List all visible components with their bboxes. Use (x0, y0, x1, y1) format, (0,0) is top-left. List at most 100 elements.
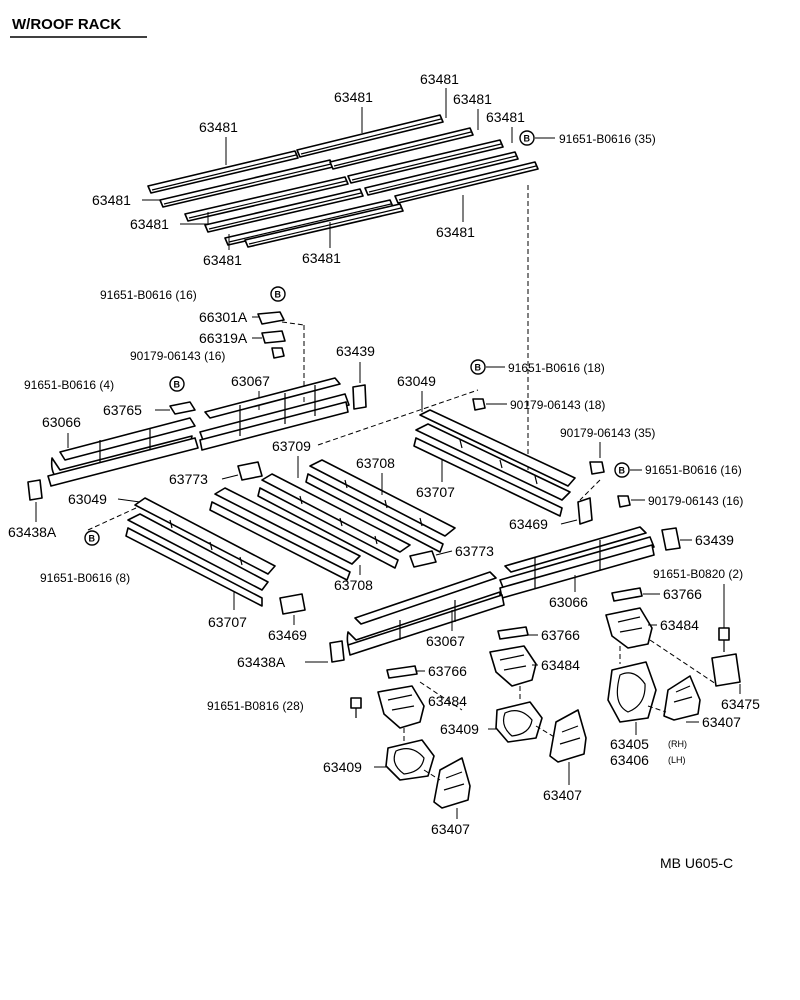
side-rail-63067-upper (199, 377, 350, 451)
label-63708: 63708 (356, 455, 395, 471)
label-63481: 63481 (453, 91, 492, 107)
label-63406-side: (LH) (668, 755, 686, 765)
label-63407: 63407 (431, 821, 470, 837)
cross-rail-63708 (209, 487, 361, 581)
diagram-code: MB U605-C (660, 855, 733, 871)
nut-icon (589, 461, 605, 475)
label-bolt-91651-b0616-16: 91651-B0616 (16) (100, 288, 197, 302)
label-bolt-91651-b0616-4: 91651-B0616 (4) (24, 378, 114, 392)
spacer-63766 (386, 665, 418, 679)
bracket-63475 (711, 653, 741, 687)
bolt-icon (350, 697, 362, 709)
label-bolt-91651-b0616-8: 91651-B0616 (8) (40, 571, 130, 585)
label-63066: 63066 (42, 414, 81, 430)
roof-slat (364, 151, 519, 196)
end-cap-63439-right (661, 527, 681, 551)
roof-slat (329, 127, 474, 170)
label-63708: 63708 (334, 577, 373, 593)
svg-text:B: B (619, 466, 626, 476)
svg-text:B: B (475, 363, 482, 373)
bolt-symbol-icon: B (470, 359, 486, 375)
bracket-63773-right (409, 550, 437, 568)
label-63709: 63709 (272, 438, 311, 454)
roof-slat (296, 114, 444, 158)
label-66301a: 66301A (199, 309, 248, 325)
nut-icon (271, 347, 285, 359)
label-63481: 63481 (420, 71, 459, 87)
end-cap-63438a-bottom (329, 640, 345, 663)
bracket-63484-left (377, 685, 425, 729)
label-66319a: 66319A (199, 330, 248, 346)
label-bolt-91651-b0820-2: 91651-B0820 (2) (653, 567, 743, 581)
roof-slats-group (147, 114, 539, 248)
label-63484: 63484 (660, 617, 699, 633)
roof-slat (147, 150, 299, 194)
svg-text:B: B (524, 134, 531, 144)
label-63405-side: (RH) (668, 739, 687, 749)
bracket-63773 (237, 461, 263, 481)
roof-slat (394, 161, 539, 204)
side-rail-63067-lower (346, 571, 505, 656)
label-63406: 63406 (610, 752, 649, 768)
svg-text:B: B (89, 534, 96, 544)
label-63067: 63067 (426, 633, 465, 649)
label-63481: 63481 (130, 216, 169, 232)
bracket-63469 (279, 593, 306, 615)
label-63481: 63481 (92, 192, 131, 208)
label-63766: 63766 (663, 586, 702, 602)
label-63049: 63049 (397, 373, 436, 389)
roof-slat (184, 176, 349, 222)
roof-slat (204, 188, 364, 233)
bracket-66301a (257, 311, 285, 325)
label-63409: 63409 (440, 721, 479, 737)
label-63439: 63439 (695, 532, 734, 548)
label-63484: 63484 (541, 657, 580, 673)
cross-rail-63707-left (125, 497, 276, 607)
label-63773: 63773 (169, 471, 208, 487)
label-63766: 63766 (541, 627, 580, 643)
cross-rail-63709 (257, 473, 411, 569)
mount-pad-63409-left (385, 739, 435, 781)
svg-text:B: B (275, 290, 282, 300)
mount-pad-63405 (607, 661, 657, 723)
spacer-63766 (497, 626, 529, 640)
label-63438a: 63438A (8, 524, 57, 540)
label-63481: 63481 (199, 119, 238, 135)
label-63481: 63481 (302, 250, 341, 266)
side-rail-63066-left (47, 417, 199, 487)
label-63766: 63766 (428, 663, 467, 679)
bolt-symbol-icon: B (614, 462, 630, 478)
roof-slat (244, 203, 404, 248)
label-63469: 63469 (509, 516, 548, 532)
label-nut-90179-06143-16: 90179-06143 (16) (648, 494, 743, 508)
mount-pad-63409-mid (495, 701, 543, 743)
label-63049: 63049 (68, 491, 107, 507)
foot-bracket-63407-left (433, 757, 471, 809)
bolt-symbol-icon: B (270, 286, 286, 302)
bolt-symbol-icon: B (169, 376, 185, 392)
diagram-title: W/ROOF RACK (12, 16, 121, 33)
cross-rail-63708-upper (305, 459, 456, 553)
label-bolt-91651-b0616-35: 91651-B0616 (35) (559, 132, 656, 146)
label-63481: 63481 (334, 89, 373, 105)
nut-icon (472, 398, 486, 411)
label-bolt-91651-b0616-18: 91651-B0616 (18) (508, 361, 605, 375)
bracket-63484-right (605, 607, 653, 649)
end-cap-63438a (27, 479, 43, 501)
label-63407: 63407 (702, 714, 741, 730)
label-nut-90179-06143-18: 90179-06143 (18) (510, 398, 605, 412)
svg-text:B: B (174, 380, 181, 390)
label-63481: 63481 (436, 224, 475, 240)
label-63707: 63707 (416, 484, 455, 500)
label-63765: 63765 (103, 402, 142, 418)
end-cap-63439 (352, 384, 367, 410)
cross-rail-63707-right (413, 409, 576, 517)
plate-66319a (261, 330, 286, 344)
bolt-symbol-icon: B (84, 530, 100, 546)
label-63469: 63469 (268, 627, 307, 643)
label-bolt-91651-b0616-16: 91651-B0616 (16) (645, 463, 742, 477)
label-63066: 63066 (549, 594, 588, 610)
label-63409: 63409 (323, 759, 362, 775)
label-63439: 63439 (336, 343, 375, 359)
